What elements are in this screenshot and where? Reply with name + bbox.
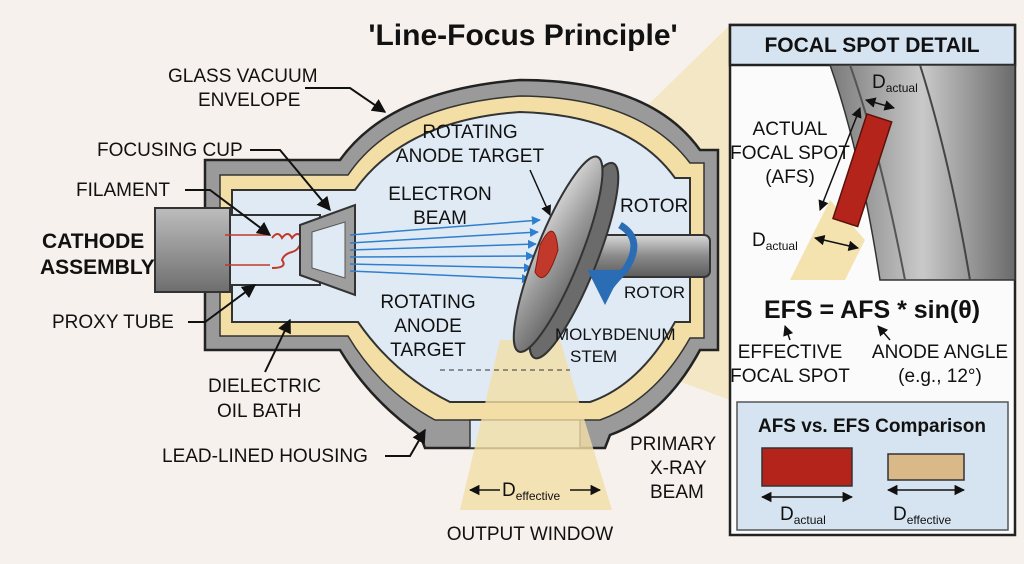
comparison-effective-swatch — [887, 453, 965, 481]
label-cathode-1: CATHODE — [42, 230, 144, 253]
label-lead-housing: LEAD-LINED HOUSING — [162, 446, 368, 467]
label-anode-top-2: ANODE TARGET — [396, 146, 545, 167]
label-afs-2: FOCAL SPOT — [730, 143, 850, 164]
leader-housing — [385, 428, 426, 457]
label-filament: FILAMENT — [76, 180, 170, 201]
detail-edge-2 — [919, 64, 971, 281]
leader-oil — [264, 318, 291, 373]
label-rotor-top: ROTOR — [620, 196, 688, 217]
focal-spot — [534, 230, 559, 278]
label-dielectric-2: OIL BATH — [217, 401, 301, 422]
leader-filament — [185, 189, 272, 236]
d-actual-left-arrow — [813, 235, 860, 251]
cathode-shaft — [154, 207, 231, 293]
comparison-actual-swatch — [761, 447, 853, 487]
comparison-actual-label: Dactual — [780, 504, 826, 527]
afs-length-arrow — [818, 107, 862, 211]
d-actual-top-arrow — [864, 97, 896, 111]
leader-proxy — [188, 284, 257, 323]
label-angle-1: ANODE ANGLE — [872, 342, 1008, 363]
page-title: 'Line-Focus Principle' — [368, 19, 677, 52]
label-glass-envelope-2: ENVELOPE — [198, 90, 300, 111]
leader-glass — [305, 87, 387, 113]
label-cathode-2: ASSEMBLY — [40, 256, 155, 279]
leader-focusing-cup — [250, 149, 331, 212]
focusing-cup-inner — [311, 221, 346, 279]
label-output-window: OUTPUT WINDOW — [447, 524, 613, 545]
label-d-effective: Deffective — [502, 480, 561, 503]
formula: EFS = AFS * sin(θ) — [764, 296, 980, 324]
label-efs-2: FOCAL SPOT — [730, 366, 850, 387]
label-primary-1: PRIMARY — [630, 434, 717, 455]
comparison-effective-label: Deffective — [893, 504, 952, 527]
label-primary-2: X-RAY — [650, 458, 707, 479]
label-anode-bottom-2: ANODE — [394, 316, 462, 337]
label-primary-3: BEAM — [650, 482, 704, 503]
label-efs-1: EFFECTIVE — [738, 342, 843, 363]
label-d-actual-left: Dactual — [752, 230, 798, 253]
primary-xray-beam — [460, 340, 612, 510]
label-d-actual-top: Dactual — [872, 72, 918, 95]
leader-anode-top — [529, 169, 551, 216]
label-anode-bottom-3: TARGET — [390, 340, 466, 361]
leader-theta — [877, 325, 891, 341]
label-molybdenum-2: STEM — [570, 347, 617, 366]
focal-spot-detail-panel: FOCAL SPOT DETAIL Dactual ACTUAL FOCAL S… — [728, 23, 1017, 537]
label-anode-top-1: ROTATING — [422, 122, 517, 143]
label-anode-bottom-1: ROTATING — [380, 292, 475, 313]
label-molybdenum-1: MOLYBDENUM — [555, 325, 676, 344]
rotor-arrow — [587, 221, 638, 305]
label-glass-envelope-1: GLASS VACUUM — [168, 66, 318, 87]
leader-efs — [783, 325, 794, 341]
comparison-header: AFS vs. EFS Comparison — [758, 416, 986, 437]
label-afs-1: ACTUAL — [753, 119, 828, 140]
electron-beam-lines — [349, 216, 541, 284]
detail-header: FOCAL SPOT DETAIL — [764, 34, 979, 57]
label-focusing-cup: FOCUSING CUP — [97, 140, 243, 161]
label-rotor-bottom: ROTOR — [624, 283, 685, 302]
label-electron-1: ELECTRON — [388, 184, 491, 205]
label-proxy-tube: PROXY TUBE — [52, 312, 174, 333]
label-afs-3: (AFS) — [765, 167, 815, 188]
label-angle-2: (e.g., 12°) — [898, 366, 982, 387]
label-dielectric-1: DIELECTRIC — [208, 376, 321, 397]
label-electron-2: BEAM — [413, 208, 467, 229]
